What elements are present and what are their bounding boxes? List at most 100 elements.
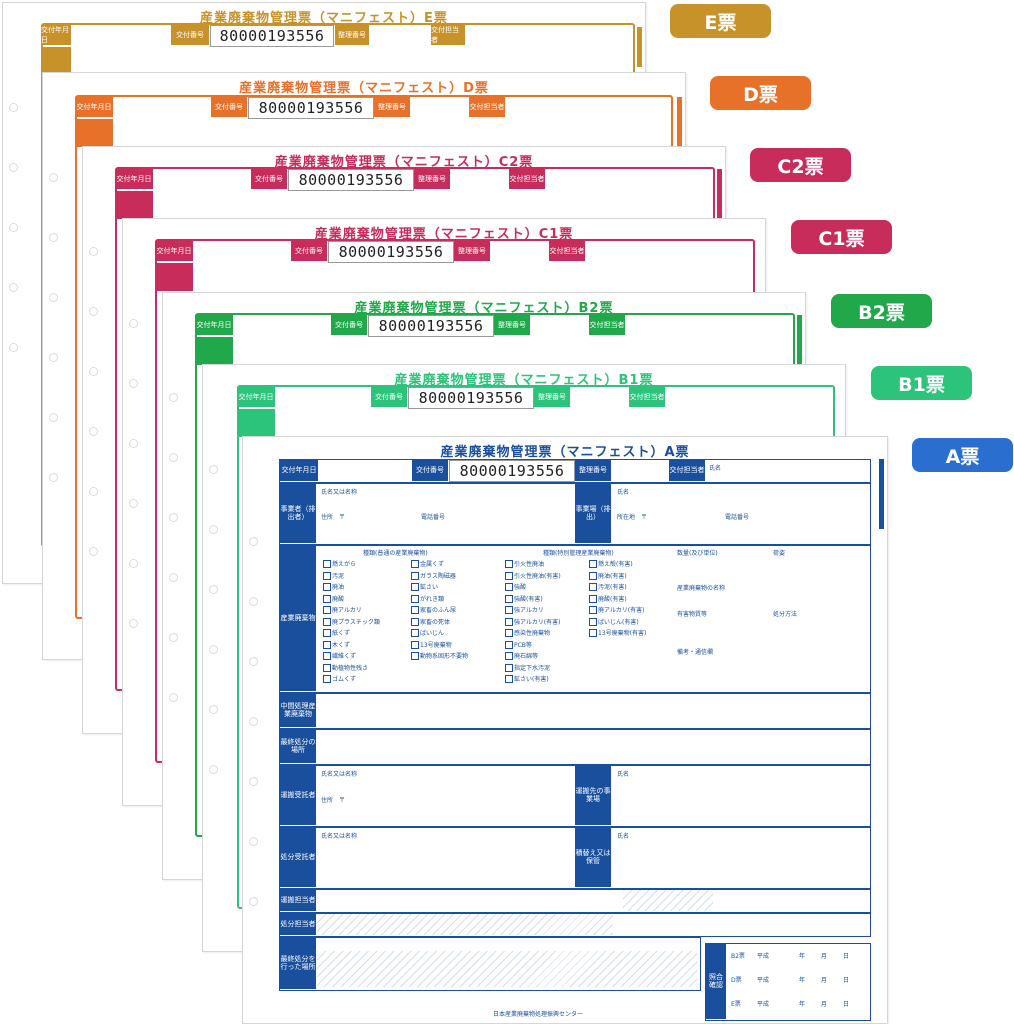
sheet-title: 産業廃棄物管理票（マニフェスト）C1票: [314, 227, 574, 242]
ref-number-label: 整理番号: [414, 169, 450, 189]
waste-checkbox[interactable]: [323, 571, 331, 580]
waste-checkbox[interactable]: [505, 629, 513, 637]
waste-checkbox[interactable]: [323, 663, 331, 672]
waste-checkbox[interactable]: [589, 583, 597, 591]
issuer-label: 交付担当者: [469, 97, 505, 117]
waste-checkbox[interactable]: [505, 617, 513, 626]
waste-checkbox[interactable]: [505, 606, 513, 614]
hatched-area: [623, 890, 713, 911]
sheet-title: 産業廃棄物管理票（マニフェスト）B1票: [394, 373, 654, 388]
waste-checkbox[interactable]: [411, 640, 419, 649]
waste-item-label: 動物系固形不要物: [420, 653, 469, 660]
badge-c2: C2票: [750, 148, 851, 182]
transport-done-label: 運搬担当者: [280, 890, 316, 911]
waste-checkbox[interactable]: [589, 571, 597, 580]
transport-section: [279, 765, 871, 827]
waste-item-label: 動植物性残さ: [332, 664, 369, 672]
intermediate-label: 中間処理産業廃棄物: [280, 694, 316, 727]
transport-dest-label: 運搬先の事業場: [575, 766, 611, 825]
waste-checkbox[interactable]: [323, 594, 331, 603]
waste-checkbox[interactable]: [411, 606, 419, 614]
issuer-label: 交付担当者: [589, 315, 625, 335]
waste-checkbox[interactable]: [505, 652, 513, 660]
waste-checkbox[interactable]: [589, 617, 597, 626]
waste-item-label: 繊維くず: [332, 653, 357, 660]
badge-b2: B2票: [831, 294, 932, 328]
waste-checkbox[interactable]: [589, 629, 597, 637]
harmful-text: 有害物質等: [677, 611, 708, 618]
disposal-label: 処分受託者: [280, 828, 316, 887]
address-text: 住所 〒: [321, 514, 346, 521]
side-strip: [879, 459, 884, 529]
transfer-label: 積替え又は保管: [575, 828, 611, 887]
waste-checkbox[interactable]: [505, 640, 513, 649]
check-row-year: 年: [799, 1001, 806, 1008]
waste-checkbox[interactable]: [411, 652, 419, 660]
issue-date-label: 交付年月日: [115, 169, 153, 189]
waste-checkbox[interactable]: [505, 571, 513, 580]
waste-item-label: 強酸(有害): [514, 595, 543, 603]
waste-checkbox[interactable]: [411, 560, 419, 568]
name-text: 氏名: [709, 465, 722, 472]
issue-number-label: 交付番号: [331, 315, 367, 335]
final-done-row: [279, 937, 701, 991]
punch-holes: [249, 437, 259, 1023]
waste-checkbox[interactable]: [323, 675, 331, 683]
waste-checkbox[interactable]: [323, 560, 331, 568]
waste-item-label: 廃アルカリ(有害): [598, 607, 645, 614]
header-row: [279, 459, 871, 483]
quantity-text: 数量(及び単位): [677, 550, 718, 557]
waste-item-label: 廃石綿等: [514, 653, 539, 660]
waste-checkbox[interactable]: [411, 594, 419, 603]
final-done-label: 最終処分を行った場所: [280, 938, 316, 989]
waste-name-text: 産業廃棄物の名称: [677, 585, 726, 592]
waste-item-label: 感染性廃棄物: [514, 630, 551, 637]
waste-item-label: 鉱さい(有害): [514, 676, 549, 683]
sheet-title: 産業廃棄物管理票（マニフェスト）D票: [239, 81, 489, 96]
ref-number-label: 整理番号: [534, 387, 570, 407]
issue-number-label: 交付番号: [412, 460, 448, 481]
waste-checkbox[interactable]: [323, 617, 331, 626]
manifest-number: 80000193556: [288, 169, 414, 191]
waste-checkbox[interactable]: [323, 640, 331, 649]
waste-item-label: 家畜の死体: [420, 618, 451, 626]
location-text: 所在地 〒: [617, 514, 648, 521]
sheet-title: 産業廃棄物管理票（マニフェスト）C2票: [274, 155, 534, 170]
punch-holes: [209, 365, 219, 951]
issuer-label: 交付担当者: [669, 460, 705, 481]
business-label: [115, 191, 153, 219]
waste-checkbox[interactable]: [411, 571, 419, 580]
waste-checkbox[interactable]: [505, 663, 513, 672]
waste-checkbox[interactable]: [323, 652, 331, 660]
business-label: 事業者（排出者）: [280, 484, 316, 543]
waste-checkbox[interactable]: [589, 606, 597, 614]
site-label: 事業場（排出）: [575, 484, 611, 543]
waste-checkbox[interactable]: [411, 583, 419, 591]
waste-item-label: 廃油(有害): [598, 572, 627, 580]
disposal-method-text: 処分方法: [773, 611, 798, 618]
issuer-label: 交付担当者: [431, 25, 465, 45]
disposal-section: [279, 827, 871, 889]
waste-item-label: 廃酸: [332, 595, 345, 603]
ref-number-label: 整理番号: [575, 460, 611, 481]
badge-c1: C1票: [791, 220, 892, 254]
waste-checkbox[interactable]: [505, 560, 513, 568]
waste-checkbox[interactable]: [505, 583, 513, 591]
waste-checkbox[interactable]: [323, 629, 331, 637]
waste-item-label: 燃え殻(有害): [598, 561, 633, 568]
waste-checkbox[interactable]: [411, 617, 419, 626]
manifest-number: 80000193556: [210, 25, 334, 47]
waste-checkbox[interactable]: [589, 560, 597, 568]
disposal-done-label: 処分担当者: [280, 914, 316, 935]
waste-item-label: PCB等: [514, 641, 532, 649]
waste-checkbox[interactable]: [411, 629, 419, 637]
issue-date-label: 交付年月日: [155, 241, 193, 261]
waste-checkbox[interactable]: [323, 583, 331, 591]
check-row-era: 平成: [757, 977, 770, 984]
waste-checkbox[interactable]: [323, 606, 331, 614]
waste-checkbox[interactable]: [505, 594, 513, 603]
issue-date-label: 交付年月日: [41, 25, 71, 45]
shape-text: 荷姿: [773, 550, 786, 557]
waste-checkbox[interactable]: [589, 594, 597, 603]
waste-checkbox[interactable]: [505, 675, 513, 683]
